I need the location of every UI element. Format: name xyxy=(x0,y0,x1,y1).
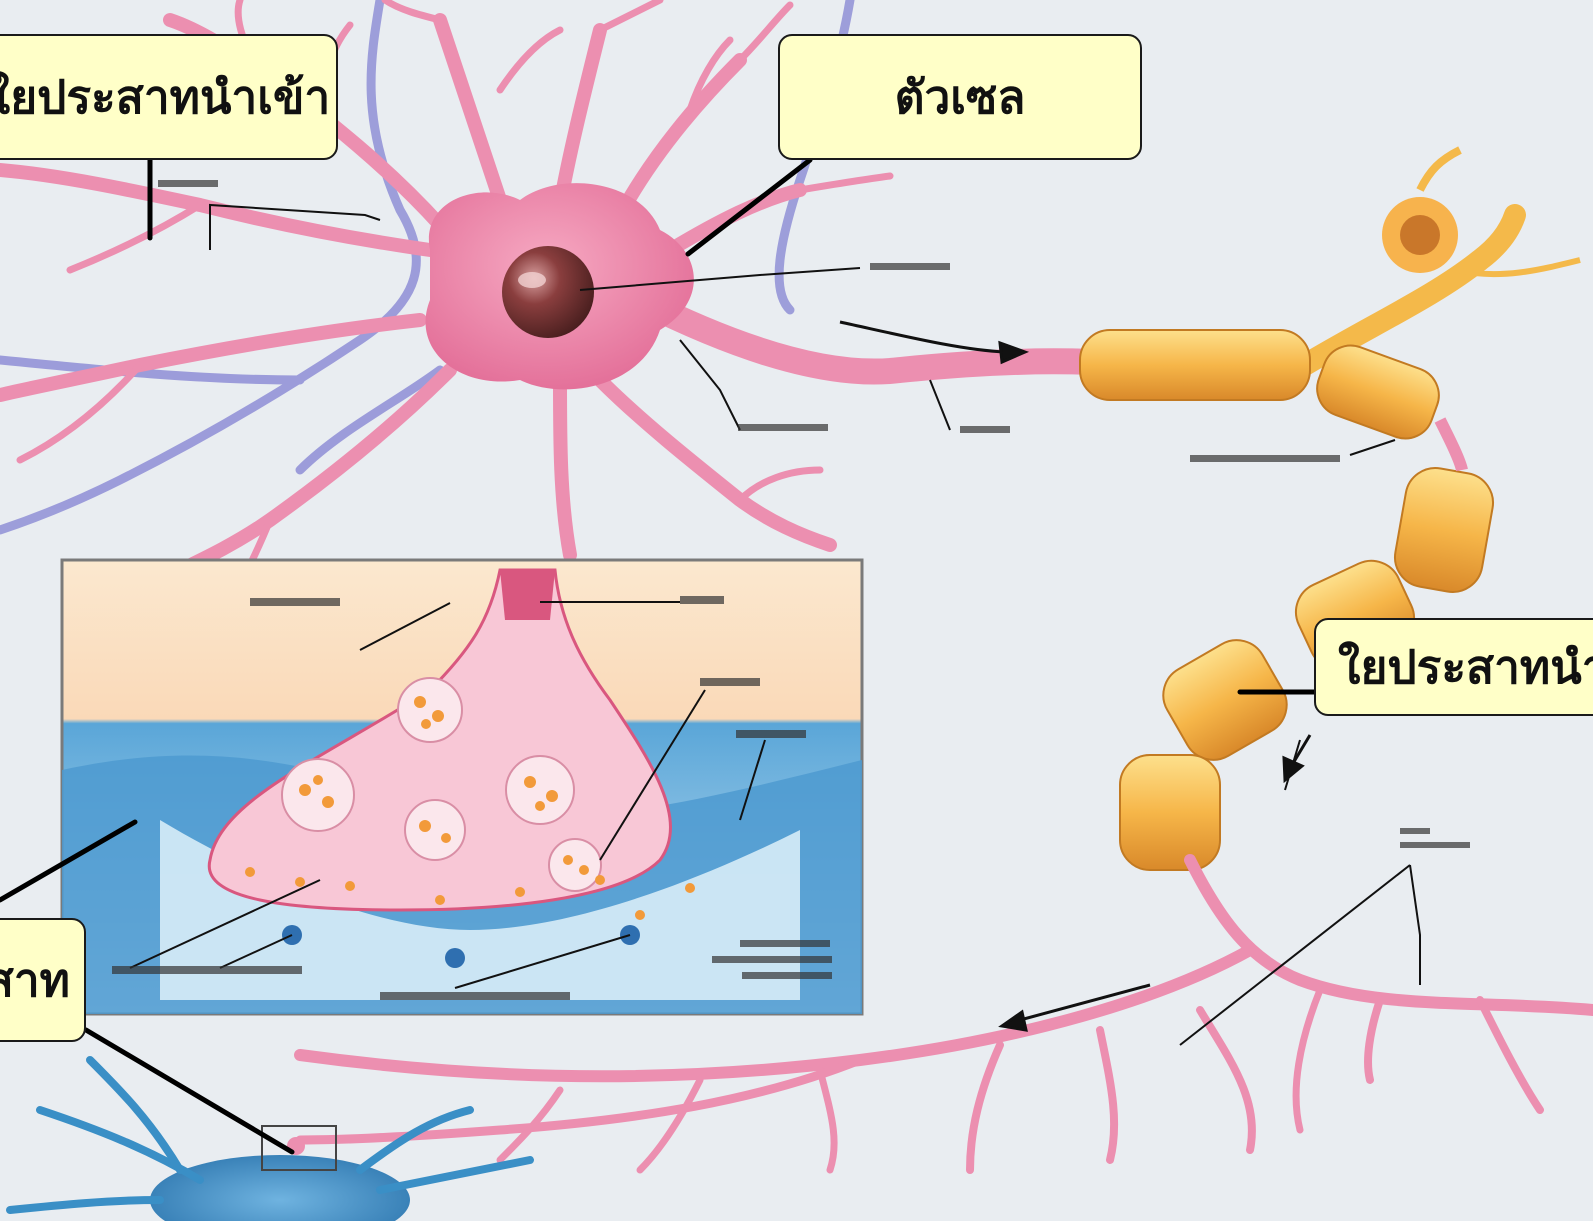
synapse-inset xyxy=(62,560,862,1014)
synapse-label: จุดประสานประสาท xyxy=(0,918,86,1042)
axon-label: ใยประสาทนำออก xyxy=(1314,618,1593,716)
dendrite-label: ใยประสาทนำเข้า xyxy=(0,34,338,160)
cell-body-label: ตัวเซล xyxy=(778,34,1142,160)
axon-hillock xyxy=(640,300,1090,372)
myelin-sheath xyxy=(1080,150,1580,870)
nucleus-highlight xyxy=(518,272,546,288)
nucleus xyxy=(502,246,594,338)
